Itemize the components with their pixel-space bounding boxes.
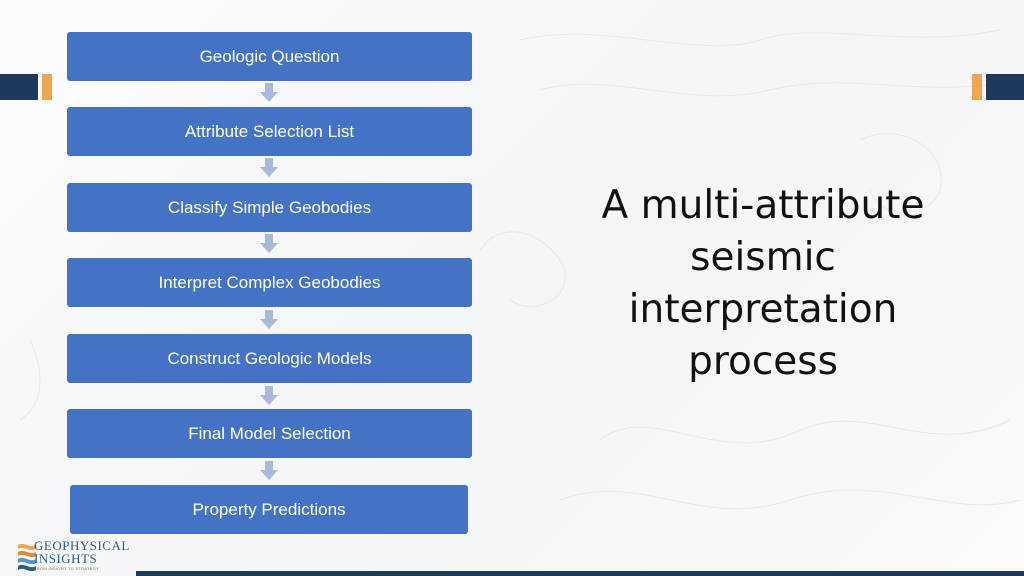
bottom-rule	[136, 571, 1024, 576]
title-line: seismic	[690, 235, 836, 280]
logo-tagline: FROM INSIGHT TO STRATEGY	[34, 566, 100, 571]
right-accent-bar-orange	[972, 74, 982, 100]
geophysical-insights-logo	[18, 543, 36, 572]
step-construct-geologic-models: Construct Geologic Models	[67, 334, 472, 383]
left-accent-bar-navy	[0, 74, 38, 100]
flow-arrow-icon	[260, 386, 278, 405]
flow-arrow-icon	[260, 461, 278, 480]
step-final-model-selection: Final Model Selection	[67, 409, 472, 458]
step-geologic-question: Geologic Question	[67, 32, 472, 81]
left-accent-bar-orange	[42, 74, 52, 100]
flow-arrow-icon	[260, 83, 278, 102]
step-interpret-complex-geobodies: Interpret Complex Geobodies	[67, 258, 472, 307]
title-line: interpretation	[628, 287, 898, 332]
logo-name-line1: GEOPHYSICAL	[34, 538, 130, 553]
logo-name-line2: INSIGHTS	[34, 551, 98, 566]
title-line: process	[688, 339, 838, 384]
step-property-predictions: Property Predictions	[70, 485, 468, 534]
flow-arrow-icon	[260, 234, 278, 253]
right-accent-bar-navy	[986, 74, 1024, 100]
title-line: A multi-attribute	[601, 183, 925, 228]
step-attribute-selection-list: Attribute Selection List	[67, 107, 472, 156]
flow-arrow-icon	[260, 310, 278, 329]
flow-arrow-icon	[260, 158, 278, 177]
slide-title: A multi-attribute seismic interpretation…	[582, 180, 944, 388]
step-classify-simple-geobodies: Classify Simple Geobodies	[67, 183, 472, 232]
